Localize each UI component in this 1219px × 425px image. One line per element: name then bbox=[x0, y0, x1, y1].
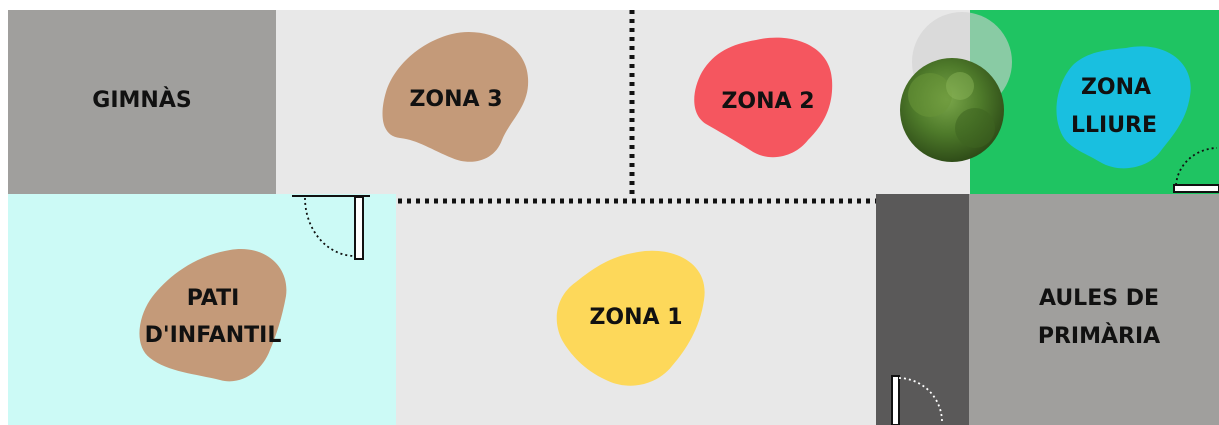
tree-icon bbox=[900, 12, 1012, 162]
zone-2-blob bbox=[694, 37, 833, 158]
gym-label: GIMNÀS bbox=[92, 87, 191, 113]
corridor-area bbox=[876, 194, 969, 425]
zone-3-blob bbox=[382, 31, 529, 162]
preschool-label-line2: D'INFANTIL bbox=[145, 323, 282, 348]
primary-label-line2: PRIMÀRIA bbox=[1038, 323, 1160, 349]
free-zone-blob bbox=[1056, 46, 1191, 169]
primary-classrooms-area bbox=[969, 194, 1219, 425]
gym-area bbox=[8, 10, 276, 194]
door-corridor-icon bbox=[891, 375, 943, 425]
zone-3-label: ZONA 3 bbox=[409, 87, 502, 112]
free-zone-label-line1: ZONA bbox=[1081, 75, 1151, 100]
primary-label-line1: AULES DE bbox=[1039, 286, 1159, 311]
zone-1-blob bbox=[556, 250, 705, 386]
door-free-zone-icon bbox=[1173, 147, 1219, 193]
zone-1-label: ZONA 1 bbox=[589, 305, 682, 330]
door-preschool-icon bbox=[292, 195, 370, 260]
preschool-label-line1: PATI bbox=[187, 286, 240, 311]
preschool-blob bbox=[139, 249, 287, 382]
zone-2-label: ZONA 2 bbox=[721, 89, 814, 114]
free-zone-label-line2: LLIURE bbox=[1071, 113, 1157, 138]
